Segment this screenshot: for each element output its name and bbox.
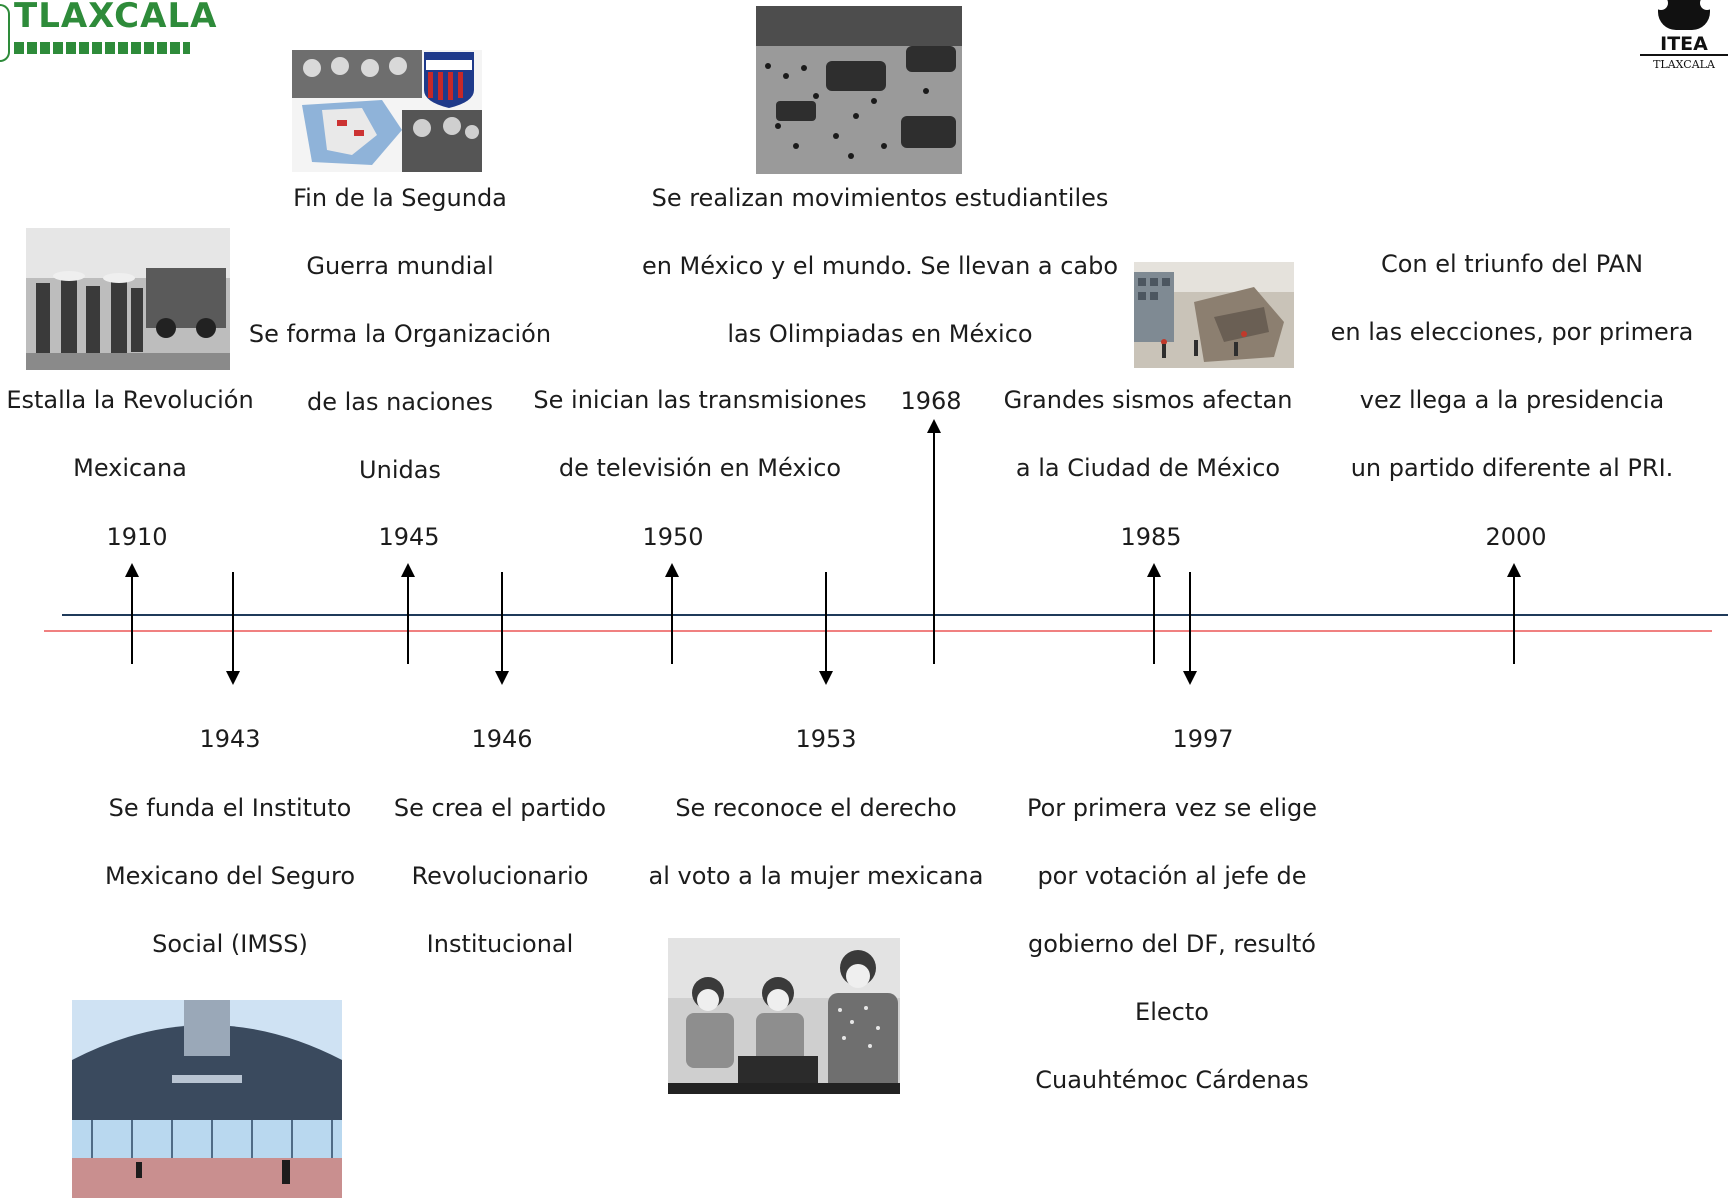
event-line: al voto a la mujer mexicana: [648, 862, 984, 890]
event-line: las Olimpiadas en México: [727, 320, 1033, 348]
women-voting-photo: [668, 938, 900, 1094]
event-line: de televisión en México: [558, 454, 842, 482]
revolution-photo: [26, 228, 230, 370]
event-line: Estalla la Revolución: [6, 386, 254, 414]
event-line: Social (IMSS): [152, 930, 308, 958]
event-1968-text: Se realizan movimientos estudiantiles en…: [642, 164, 1118, 368]
tanks-in-square-photo: [756, 6, 962, 174]
tlaxcala-logo-word: TLAXCALA: [14, 0, 218, 36]
event-1985-text: Grandes sismos afectan a la Ciudad de Mé…: [1004, 366, 1293, 502]
event-line: por votación al jefe de: [1037, 862, 1307, 890]
event-line: Se crea el partido: [393, 794, 607, 822]
event-line: Se funda el Instituto: [108, 794, 352, 822]
event-line: Se inician las transmisiones: [533, 386, 867, 414]
event-1946-text: Se crea el partido Revolucionario Instit…: [394, 774, 606, 978]
event-line: Institucional: [426, 930, 574, 958]
year-1943: 1943: [199, 725, 261, 753]
event-line: Guerra mundial: [306, 252, 494, 280]
event-line: Se reconoce el derecho: [675, 794, 957, 822]
event-1953-text: Se reconoce el derecho al voto a la muje…: [649, 774, 984, 910]
event-line: gobierno del DF, resultó: [1028, 930, 1316, 958]
event-2000-text: Con el triunfo del PAN en las elecciones…: [1331, 230, 1694, 502]
event-line: Cuauhtémoc Cárdenas: [1035, 1066, 1309, 1094]
year-1985: 1985: [1120, 523, 1182, 551]
year-1945: 1945: [378, 523, 440, 551]
year-1946: 1946: [471, 725, 533, 753]
year-1968: 1968: [900, 387, 962, 415]
imss-building-photo: [72, 1000, 342, 1198]
event-line: Grandes sismos afectan: [1003, 386, 1293, 414]
event-line: Mexicana: [73, 454, 187, 482]
event-1997-text: Por primera vez se elige por votación al…: [1027, 774, 1317, 1114]
year-1910: 1910: [106, 523, 168, 551]
year-2000: 2000: [1485, 523, 1547, 551]
year-1950: 1950: [642, 523, 704, 551]
event-1910-text: Estalla la Revolución Mexicana: [6, 366, 253, 502]
event-1945-text: Fin de la Segunda Guerra mundial Se form…: [249, 164, 551, 504]
year-1997: 1997: [1172, 725, 1234, 753]
itea-logo-sub: TLAXCALA: [1653, 58, 1715, 71]
event-line: Fin de la Segunda: [293, 184, 507, 212]
collapsed-building-photo: [1134, 262, 1294, 368]
event-line: en las elecciones, por primera: [1330, 318, 1694, 346]
event-line: Se forma la Organización: [248, 320, 552, 348]
event-1943-text: Se funda el Instituto Mexicano del Segur…: [105, 774, 355, 978]
event-line: a la Ciudad de México: [1015, 454, 1281, 482]
event-line: Electo: [1135, 998, 1209, 1026]
event-line: en México y el mundo. Se llevan a cabo: [641, 252, 1119, 280]
event-line: de las naciones: [306, 388, 494, 416]
event-1950-text: Se inician las transmisiones de televisi…: [533, 366, 866, 502]
event-line: Por primera vez se elige: [1026, 794, 1318, 822]
event-line: Con el triunfo del PAN: [1380, 250, 1644, 278]
tlaxcala-logo-pattern: [14, 42, 190, 54]
itea-logo: ITEA TLAXCALA: [1640, 0, 1728, 76]
event-line: Se realizan movimientos estudiantiles: [651, 184, 1109, 212]
tlaxcala-logo: TLAXCALA: [0, 0, 216, 62]
itea-logo-name: ITEA: [1640, 34, 1728, 56]
event-line: Mexicano del Seguro: [104, 862, 356, 890]
event-line: Revolucionario: [411, 862, 589, 890]
marshall-plan-collage: [292, 50, 482, 172]
event-line: vez llega a la presidencia: [1359, 386, 1665, 414]
event-line: Unidas: [359, 456, 441, 484]
year-1953: 1953: [795, 725, 857, 753]
event-line: un partido diferente al PRI.: [1350, 454, 1674, 482]
crest-icon: [0, 4, 10, 62]
itea-mark-icon: [1654, 0, 1714, 30]
